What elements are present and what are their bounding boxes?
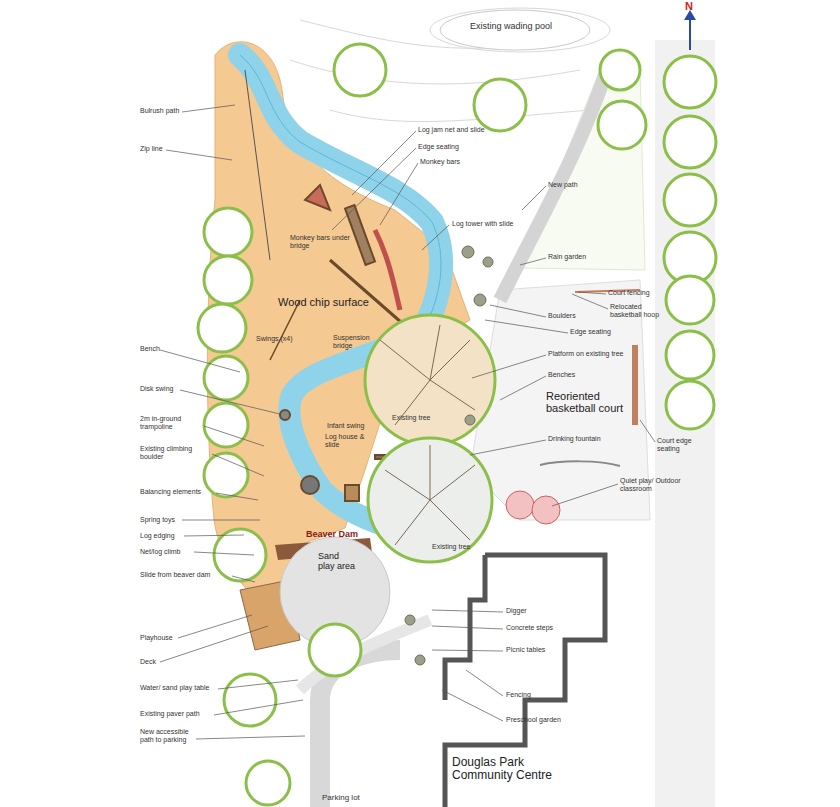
callout-label: Existing tree [392,414,452,422]
callout-label: Court fencing [608,289,678,297]
callout-label: Log jam net and slide [418,126,528,134]
callout-label: Existing tree [432,543,492,551]
sidewalk [655,40,715,807]
area-label: Sand play area [318,552,358,572]
callout-label: Spring toys [140,516,190,524]
callout-label: Existing climbing boulder [140,445,210,460]
callout-label: Log house & slide [325,433,370,448]
tree-branches [380,325,475,545]
callout-label: Existing paver path [140,710,220,718]
creek-edge [240,55,441,335]
play-structures [245,70,410,501]
north-label: N [685,0,697,12]
callout-label: Benches [548,371,608,379]
community-centre [445,555,605,807]
contour-lines [290,8,610,122]
trees [198,44,716,805]
callout-label: Monkey bars under bridge [290,234,360,249]
court-line [540,461,620,466]
callout-label: Deck [140,658,170,666]
leader-lines [160,105,655,739]
callout-label: Monkey bars [420,158,500,166]
callout-label: Court edge seating [657,437,702,452]
existing-tree [368,438,492,562]
callout-label: New accessible path to parking [140,728,200,743]
callout-label: Digger [506,607,556,615]
callout-label: Preschool garden [506,716,586,724]
callout-label: Zip line [140,145,180,153]
creek [240,55,441,335]
map-label: Parking lot [322,794,382,803]
callout-label: Log edging [140,532,190,540]
callout-label: 2m in-ground trampoline [140,415,200,430]
callout-label: Net/log climb [140,548,200,556]
court-edge-seating [632,345,638,425]
callout-label: Slide from beaver dam [140,571,235,579]
existing-tree [365,315,495,445]
area-label: Reoriented basketball court [546,390,646,414]
callout-label: Quiet play/ Outdoor classroom [620,477,695,492]
map-label: Existing wading pool [470,22,570,32]
callout-label: Edge seating [570,328,640,336]
callout-label: Platform on existing tree [548,350,668,358]
area-label: Beaver Dam [306,530,366,540]
callout-label: Water/ sand play table [140,684,230,692]
callout-label: Picnic tables [506,646,576,654]
callout-label: Boulders [548,312,608,320]
quiet-play [532,496,560,524]
callout-label: Swings (x4) [256,335,306,343]
paver-path [300,620,430,690]
building-label: Douglas Park Community Centre [452,756,572,782]
callout-label: Balancing elements [140,488,220,496]
callout-label: Edge seating [418,143,498,151]
quiet-play [506,491,534,519]
callout-label: Log tower with slide [452,220,562,228]
callout-label: Concrete steps [506,624,576,632]
wading-pool [440,10,590,50]
callout-label: Playhouse [140,634,190,642]
callout-label: Disk swing [140,385,185,393]
callout-label: Bench [140,345,170,353]
area-label: Wood chip surface [278,296,398,308]
lawn [520,70,645,270]
callout-label: Fencing [506,691,556,699]
callout-label: Relocated basketball hoop [610,303,670,318]
callout-label: New path [548,181,608,189]
callout-label: Suspension bridge [333,334,383,349]
callout-label: Rain garden [548,253,618,261]
callout-label: Drinking fountain [548,435,628,443]
callout-label: Bulrush path [140,107,200,115]
callout-label: Infant swing [327,422,377,430]
